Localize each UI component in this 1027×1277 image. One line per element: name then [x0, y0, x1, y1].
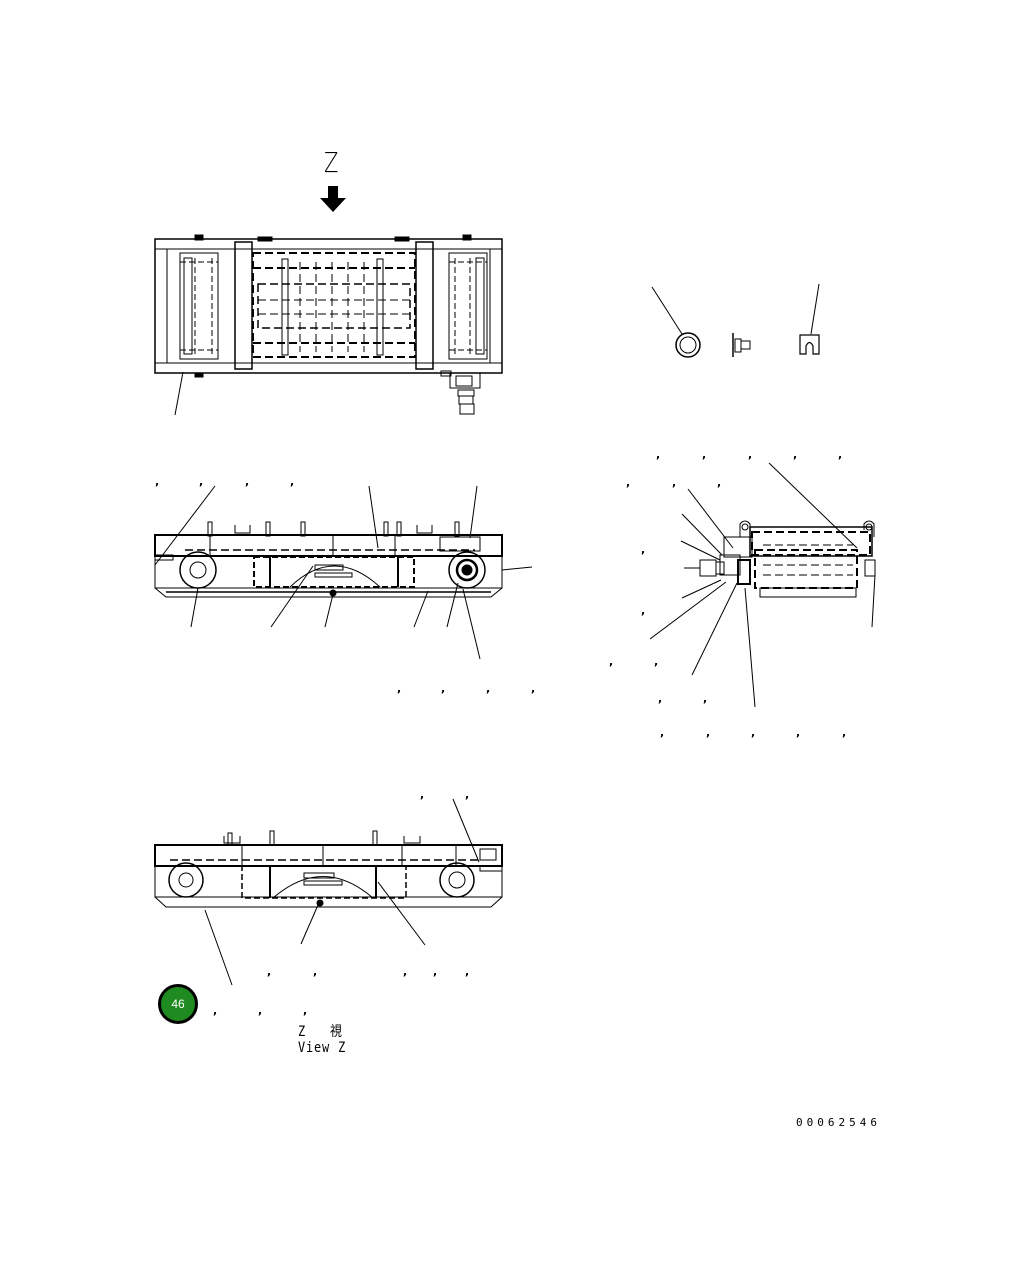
top-view — [154, 234, 503, 416]
front-view — [154, 485, 533, 660]
callout-mark: , — [656, 448, 661, 461]
view-z-marker: Z — [324, 146, 339, 179]
ring-icon — [651, 286, 701, 358]
page-badge[interactable]: 46 — [158, 984, 198, 1024]
callout-mark: , — [793, 448, 798, 461]
callout-mark: , — [155, 475, 160, 488]
callout-mark: , — [403, 965, 408, 978]
view-z — [154, 798, 503, 986]
callout-mark: , — [313, 965, 318, 978]
callout-mark: , — [531, 682, 536, 695]
callout-mark: , — [290, 475, 295, 488]
callout-mark: , — [433, 965, 438, 978]
callout-mark: , — [706, 726, 711, 739]
callout-mark: , — [465, 788, 470, 801]
view-caption-jp: Z 視 — [298, 1024, 343, 1040]
clip-icon — [799, 283, 820, 355]
callout-mark: , — [748, 448, 753, 461]
drawing-number: 00062546 — [796, 1116, 881, 1129]
callout-mark: , — [397, 682, 402, 695]
callout-mark: , — [751, 726, 756, 739]
callout-mark: , — [213, 1004, 218, 1017]
view-caption-en: View Z — [298, 1040, 347, 1056]
callout-mark: , — [486, 682, 491, 695]
pin-icon — [732, 333, 751, 357]
callout-mark: , — [267, 965, 272, 978]
down-arrow-icon — [320, 186, 346, 212]
callout-mark: , — [838, 448, 843, 461]
callout-mark: , — [258, 1004, 263, 1017]
callout-mark: , — [672, 476, 677, 489]
callout-mark: , — [641, 543, 646, 556]
callout-mark: , — [420, 788, 425, 801]
callout-mark: , — [660, 726, 665, 739]
callout-mark: , — [703, 692, 708, 705]
callout-mark: , — [654, 655, 659, 668]
callout-mark: , — [717, 476, 722, 489]
callout-mark: , — [199, 475, 204, 488]
callout-mark: , — [441, 682, 446, 695]
callout-mark: , — [626, 476, 631, 489]
callout-mark: , — [245, 475, 250, 488]
callout-mark: , — [658, 692, 663, 705]
side-view — [649, 462, 876, 708]
callout-mark: , — [303, 1004, 308, 1017]
callout-mark: , — [465, 965, 470, 978]
callout-mark: , — [796, 726, 801, 739]
callout-mark: , — [609, 655, 614, 668]
page-badge-number: 46 — [171, 997, 185, 1011]
callout-mark: , — [842, 726, 847, 739]
view-caption: Z 視 View Z — [298, 1024, 346, 1056]
callout-mark: , — [702, 448, 707, 461]
callout-mark: , — [641, 604, 646, 617]
